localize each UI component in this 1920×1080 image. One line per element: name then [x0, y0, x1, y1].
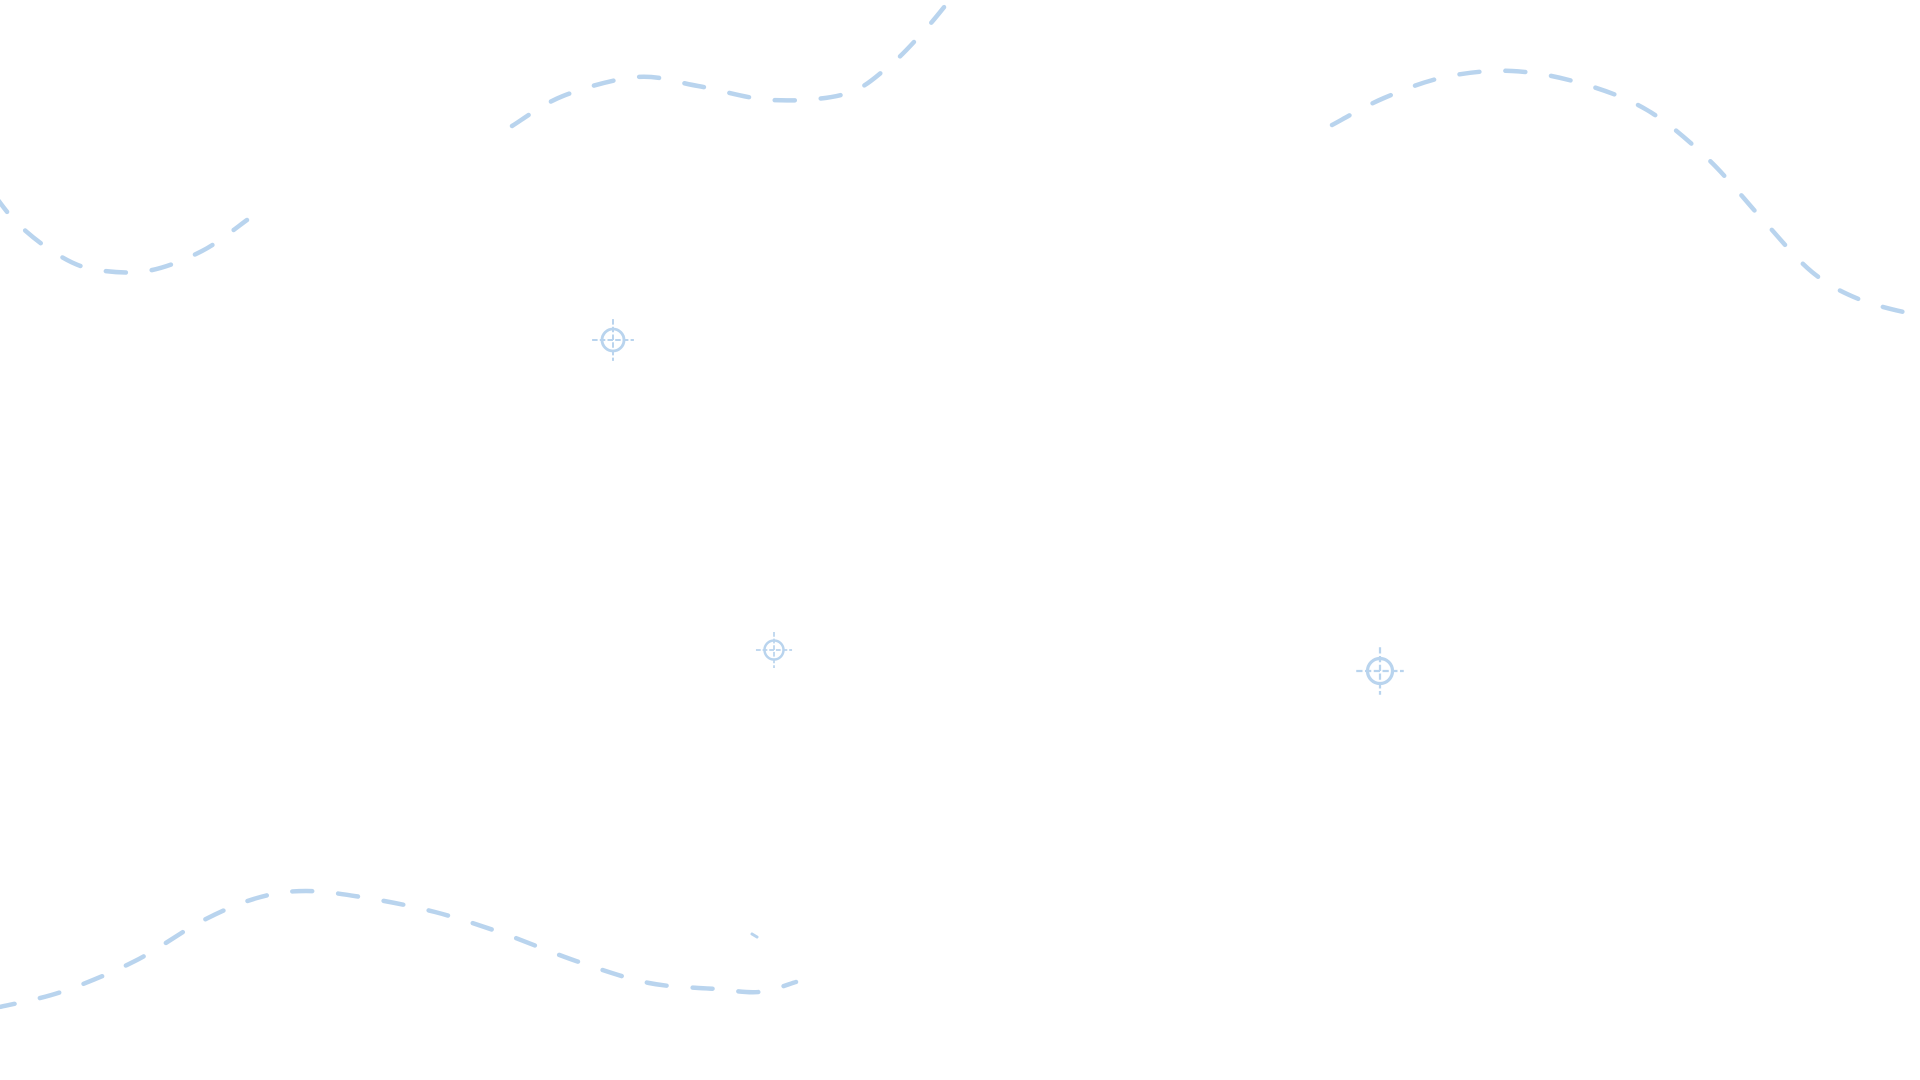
crosshair-icon: [592, 319, 634, 361]
dash-fragment: [750, 932, 759, 939]
dashed-trail-top-left: [0, 198, 250, 275]
dashed-trail-top-right: [1329, 68, 1920, 319]
dashed-trail-bottom: [0, 888, 799, 1010]
crosshair-icon: [1356, 647, 1404, 695]
crosshair-icon: [755, 631, 793, 669]
dashed-trail-top-center: [509, 0, 953, 129]
